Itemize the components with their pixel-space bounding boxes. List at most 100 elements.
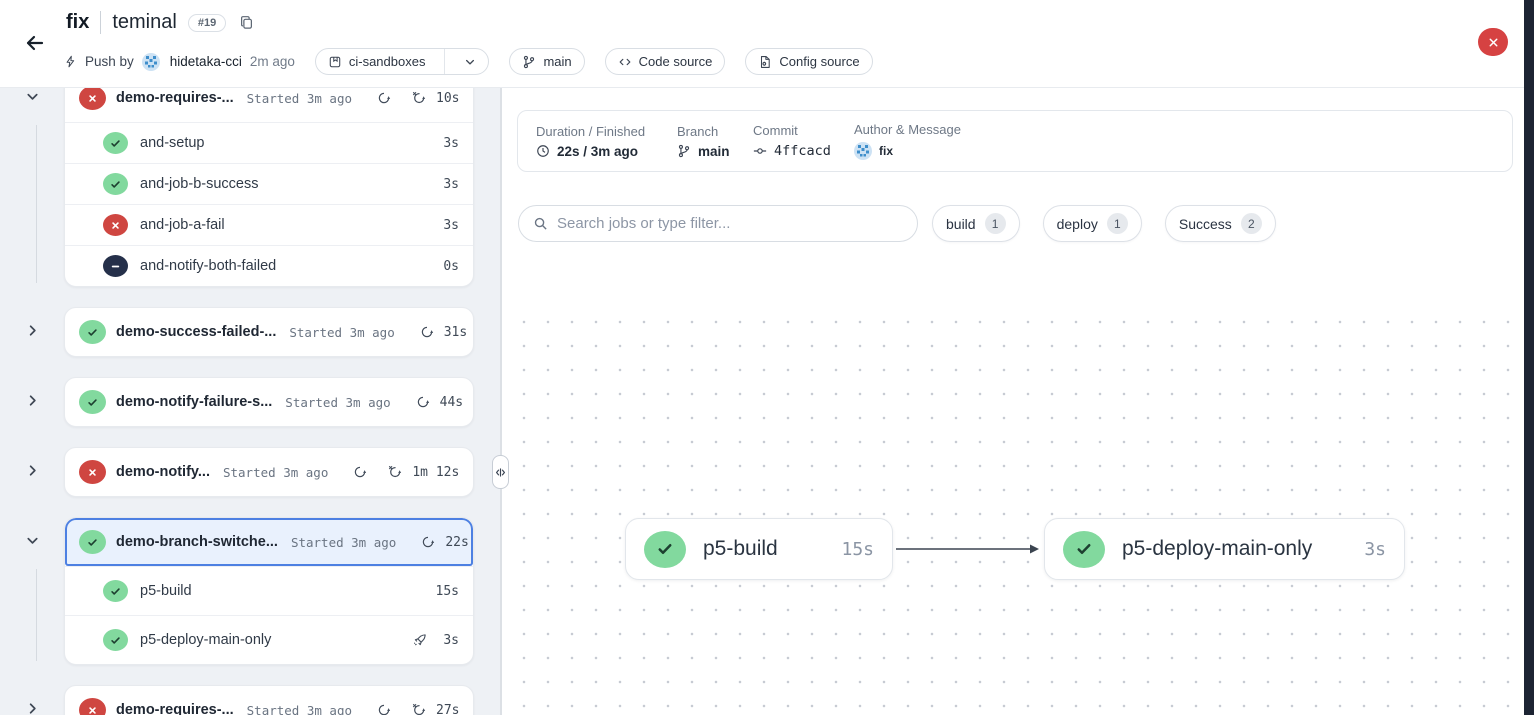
pipeline-dropdown-chevron[interactable] [452,49,488,74]
filter-chip-count: 2 [1240,213,1262,234]
retry-icon[interactable] [421,535,435,549]
retry-failed-icon[interactable] [388,465,402,479]
group-collapse-chevron[interactable] [25,533,40,548]
job-name: and-job-b-success [140,176,259,192]
job-group-actions [421,535,435,549]
graph-node-duration: 3s [1364,538,1386,560]
job-row[interactable]: p5-build 15s [65,566,473,615]
group-collapse-chevron[interactable] [25,89,40,104]
success-status-icon [79,390,106,414]
group-expand-chevron[interactable] [25,323,40,338]
filter-chip-label: build [946,215,976,232]
job-group-started: Started 3m ago [289,324,395,340]
job-group-actions [420,325,434,339]
job-row[interactable]: and-notify-both-failed 0s [65,245,473,286]
job-name: and-notify-both-failed [140,258,277,274]
group-chevron-cell [0,517,64,548]
retry-icon[interactable] [353,465,367,479]
graph-node-name: p5-deploy-main-only [1122,537,1313,560]
job-group-actions [377,91,426,105]
success-status-icon [103,132,128,154]
run-title-primary: fix [66,11,90,33]
job-search[interactable] [518,205,918,242]
job-group-name: demo-success-failed-... [116,324,277,340]
rocket-icon [412,633,427,648]
filter-chip-count: 1 [984,213,1006,234]
pill-divider [444,49,446,74]
success-status-icon [103,173,128,195]
branch-value: main [698,143,730,159]
filter-chip-build[interactable]: build 1 [932,205,1020,242]
back-button[interactable] [20,28,50,58]
group-expand-chevron[interactable] [25,463,40,478]
retry-icon[interactable] [420,325,434,339]
failed-status-icon [79,698,106,715]
branch-label: Branch [677,123,719,139]
retry-icon[interactable] [416,395,430,409]
pipeline-name: ci-sandboxes [348,54,426,69]
success-status-icon [1063,530,1105,568]
job-group-name: demo-branch-switche... [116,534,278,550]
pipeline-selector[interactable]: ci-sandboxes [314,48,490,75]
group-expand-chevron[interactable] [25,701,40,715]
group-expand-chevron[interactable] [25,393,40,408]
job-group-name: demo-requires-... [116,702,234,715]
panel-divider [500,88,502,715]
success-status-icon [644,530,686,568]
retry-failed-icon[interactable] [412,91,426,105]
config-source-button[interactable]: Config source [745,48,873,75]
trigger-time-ago: 2m ago [249,54,295,69]
search-icon [533,216,548,231]
copy-icon [241,16,253,29]
bookmark-icon [329,56,341,67]
job-duration: 15s [435,583,459,599]
branch-pill[interactable]: main [509,48,585,75]
commit-value: 4ffcacd [774,143,831,159]
success-status-icon [103,629,128,651]
tree-indent-line [36,569,37,661]
close-button[interactable] [1478,28,1508,56]
retry-failed-icon[interactable] [412,703,426,715]
config-source-label: Config source [779,54,860,69]
search-input[interactable] [557,215,903,232]
retry-icon[interactable] [377,703,391,715]
trigger-author: hidetaka-cci [169,54,242,69]
page-header: fix teminal #19 Push by hidetaka-cci 2m … [0,0,1524,88]
branch-icon [524,55,535,68]
failed-status-icon [79,460,106,484]
graph-node-p5-deploy-main-only[interactable]: p5-deploy-main-only 3s [1044,518,1405,580]
job-duration: 0s [443,258,459,274]
retry-icon[interactable] [377,91,391,105]
code-source-label: Code source [638,54,713,69]
job-group-started: Started 3m ago [285,394,391,410]
job-name: and-job-a-fail [140,217,225,233]
code-source-button[interactable]: Code source [604,48,726,75]
job-group-duration: 22s [445,534,469,550]
skipped-status-icon [103,255,128,277]
graph-node-duration: 15s [841,538,874,560]
panel-resize-handle[interactable] [492,455,509,489]
run-summary-card: Duration / Finished 22s / 3m ago Branch … [517,110,1513,172]
copy-run-button[interactable] [239,15,254,30]
job-name: p5-build [140,583,192,599]
resize-icon [495,467,506,477]
job-group-started: Started 3m ago [246,90,352,106]
